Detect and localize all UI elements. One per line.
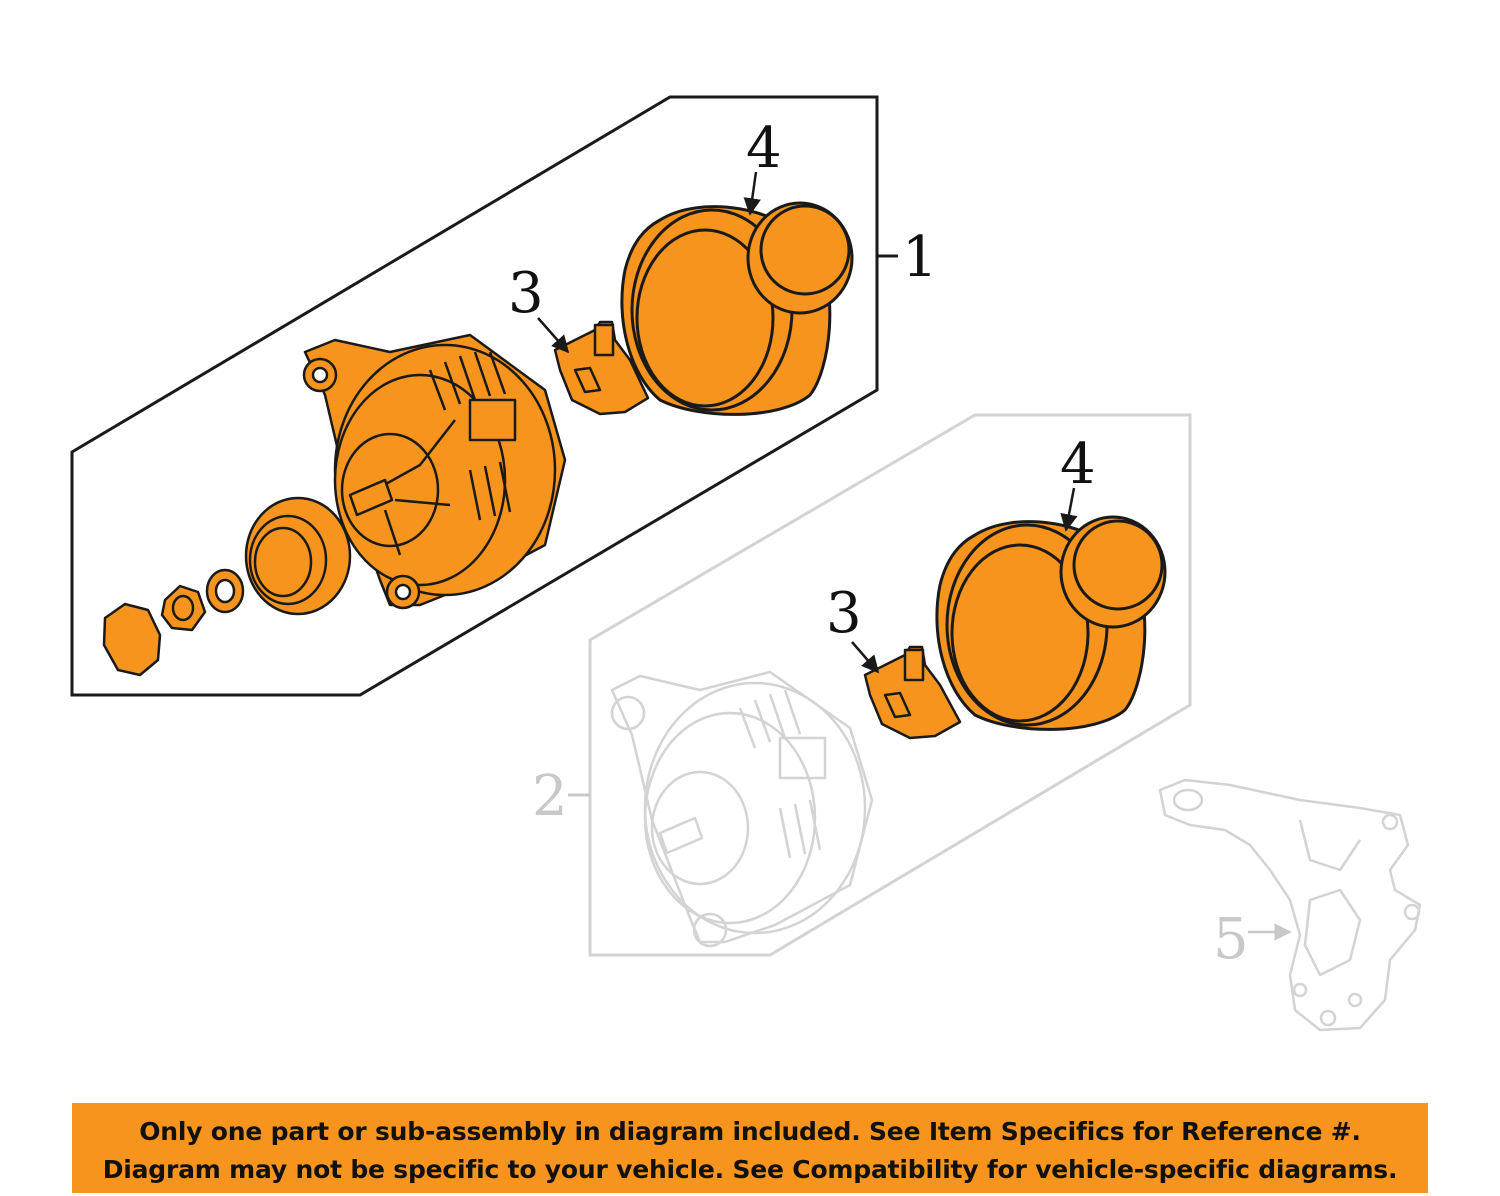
callout-3-top: 3: [508, 261, 544, 326]
nut: [160, 584, 207, 632]
assembly-2-frame: [588, 413, 1192, 957]
cap: [102, 602, 162, 677]
assembly-1-frame: [70, 95, 879, 697]
callout-3-top-arrow: [537, 317, 570, 354]
callout-1: 1: [902, 225, 938, 290]
parts-diagram: 1 3: [70, 95, 1422, 1032]
alternator-ghost: [610, 670, 874, 948]
callout-4-bottom: 4: [1060, 432, 1096, 497]
callout-3-bottom: 3: [826, 581, 862, 646]
washer: [205, 568, 245, 614]
callout-4-bottom-arrow: [1060, 487, 1078, 532]
mounting-bracket-ghost: [1158, 778, 1422, 1032]
callout-5: 5: [1213, 907, 1249, 972]
disclaimer-banner: Only one part or sub-assembly in diagram…: [72, 1103, 1428, 1193]
regulator-bottom: [863, 645, 962, 740]
disclaimer-line-2: Diagram may not be specific to your vehi…: [102, 1155, 1398, 1184]
callout-2: 2: [532, 764, 568, 829]
alternator: [302, 333, 567, 610]
pulley: [244, 496, 352, 616]
rear-cover-top: [620, 201, 854, 416]
regulator-top: [553, 320, 650, 416]
callout-4-top-arrow: [743, 171, 761, 216]
disclaimer-line-1: Only one part or sub-assembly in diagram…: [139, 1117, 1361, 1146]
rear-cover-bottom: [935, 515, 1167, 731]
callout-3-bottom-arrow: [851, 641, 880, 674]
callout-4-top: 4: [746, 116, 782, 181]
